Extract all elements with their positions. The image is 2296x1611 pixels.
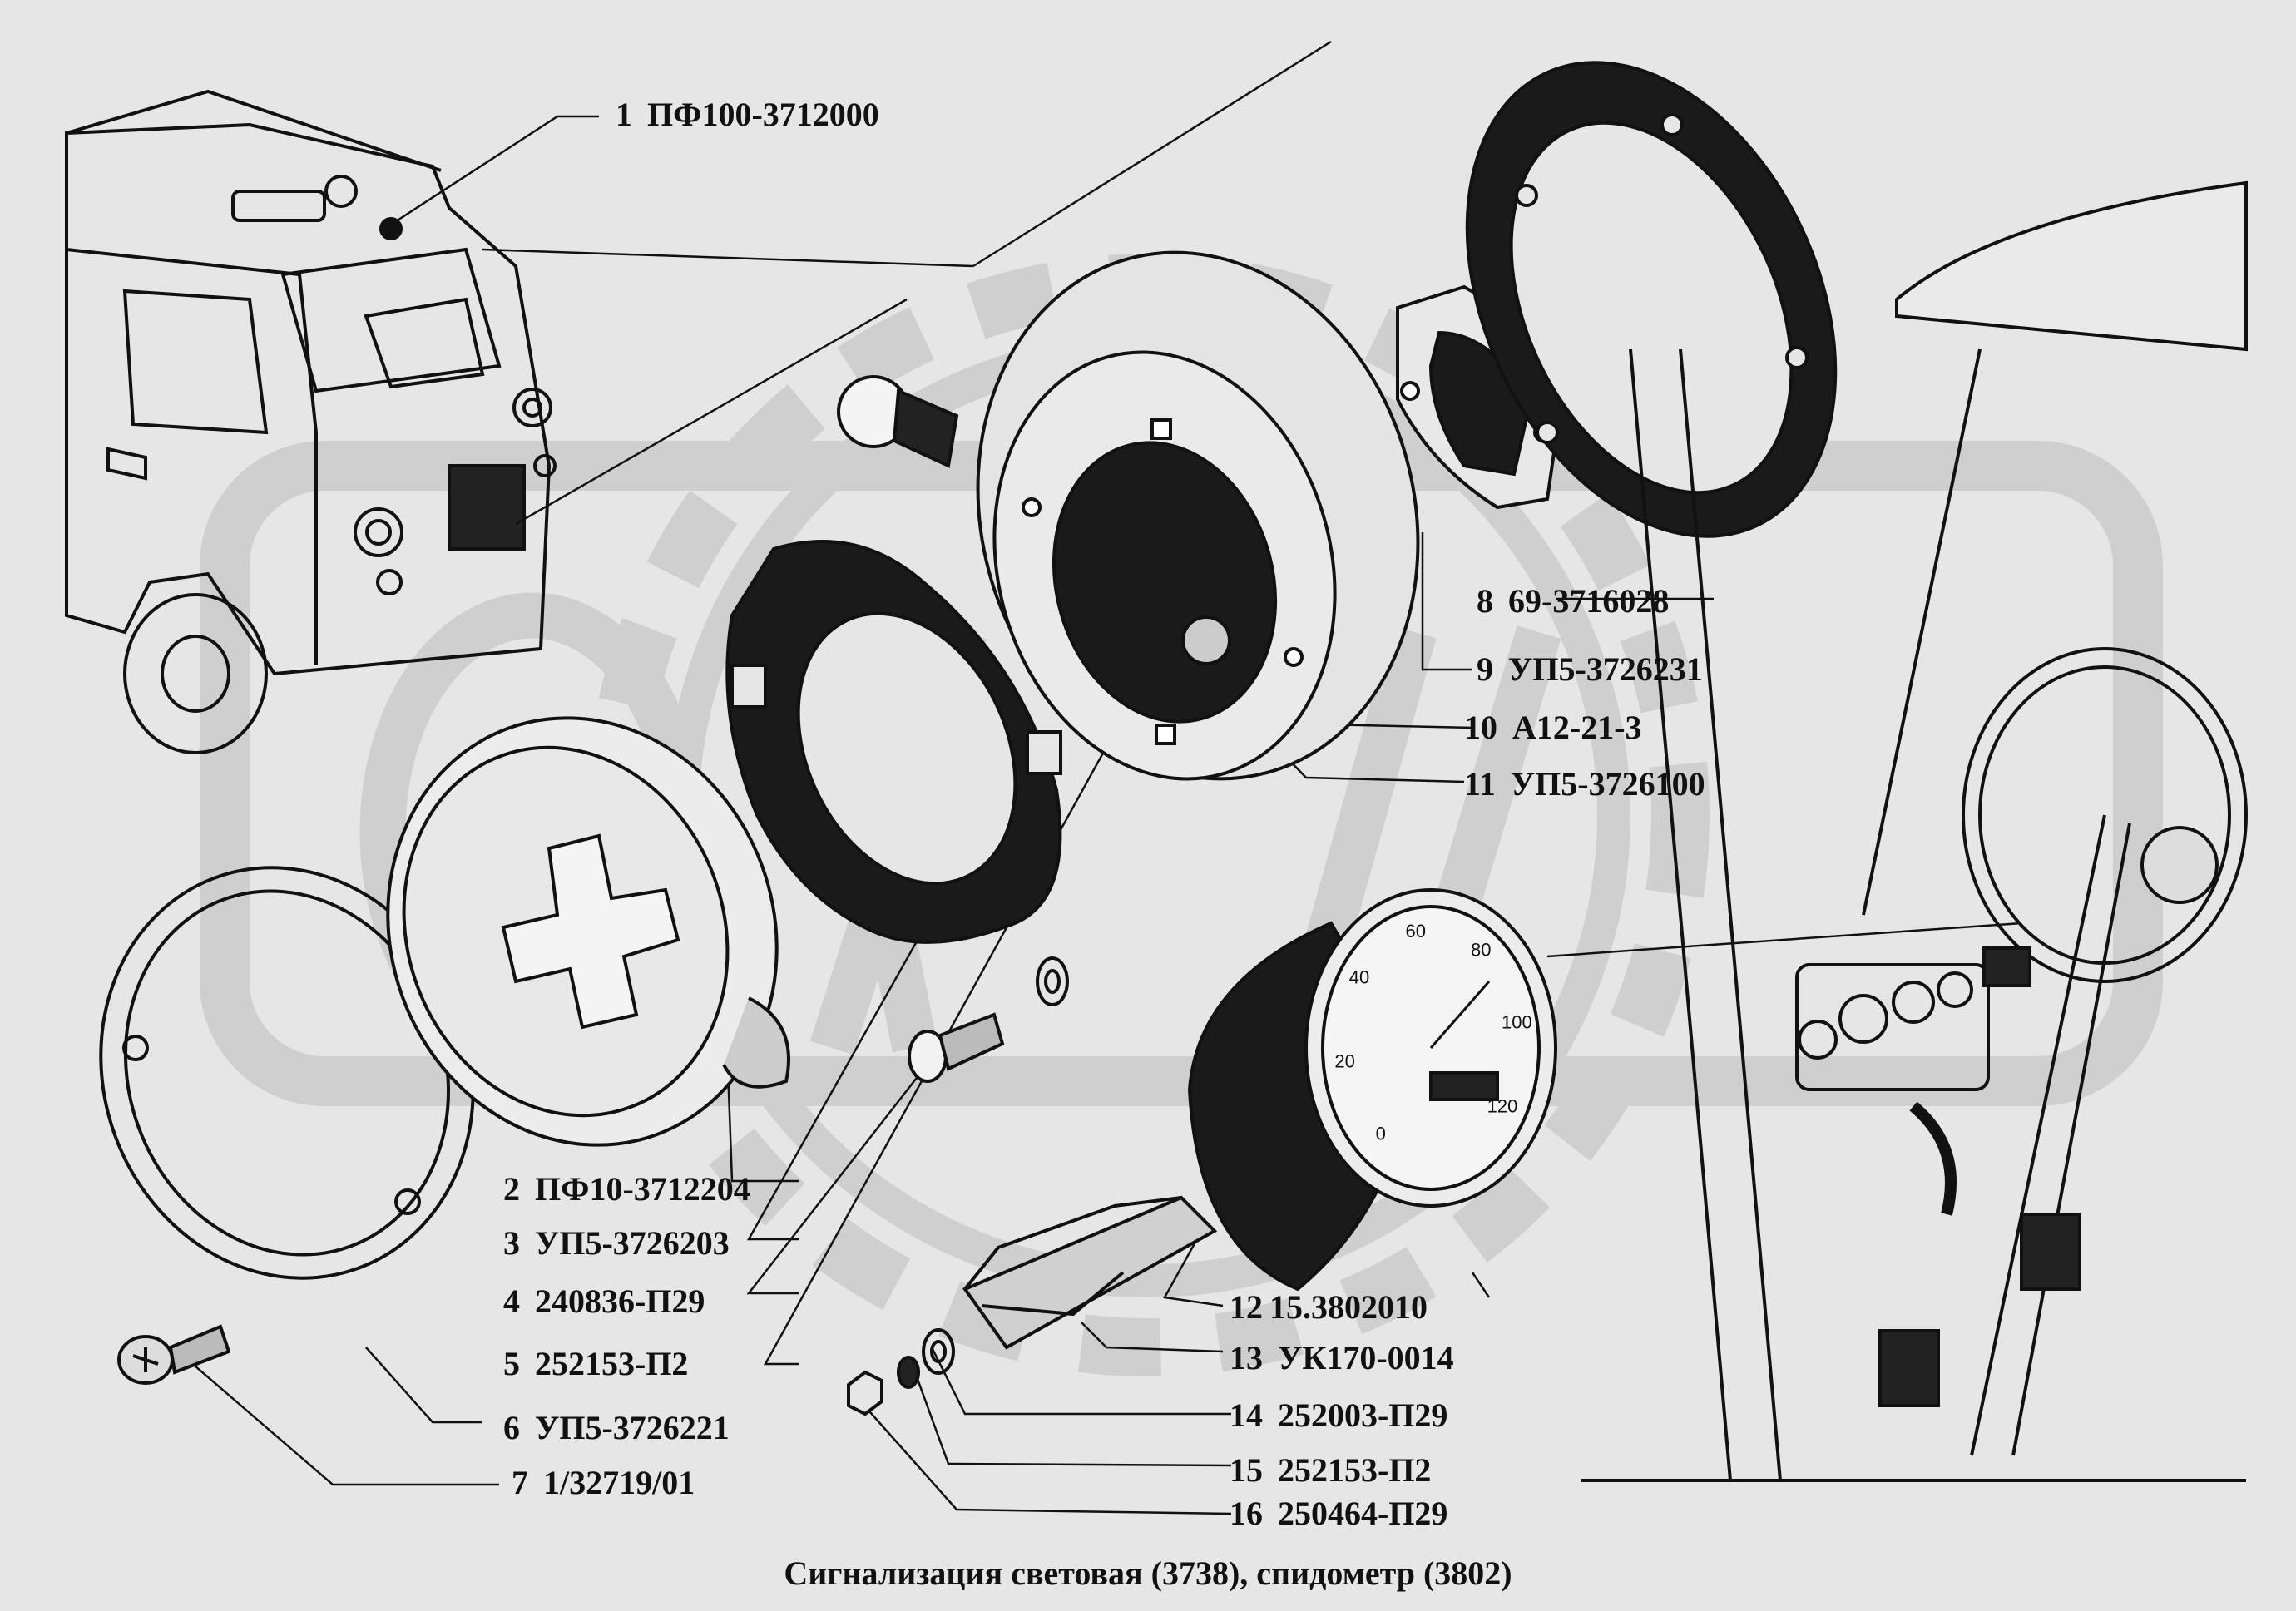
- speedometer-tick-120: 120: [1487, 1095, 1518, 1116]
- washer-part-14: [922, 1328, 955, 1375]
- speedometer-tick-100: 100: [1502, 1012, 1532, 1033]
- lens-part-2: [386, 716, 790, 1147]
- gasket-part-3: [725, 540, 1062, 944]
- bulb-part-10: [837, 375, 959, 468]
- speedometer-tick-80: 80: [1471, 939, 1491, 960]
- figure-caption: Сигнализация световая (3738), спидометр …: [784, 1554, 1512, 1592]
- speedometer-tick-40: 40: [1349, 967, 1369, 988]
- speedometer-part-12: 0 20 40 60 80 100 120: [1187, 888, 1557, 1292]
- cabin-dashboard-illustration: [1581, 180, 2248, 1482]
- nut-part-16: [847, 1370, 883, 1416]
- gasket-part-8: [1465, 61, 1838, 538]
- speedometer-tick-20: 20: [1334, 1050, 1354, 1071]
- washer-part-5: [1036, 956, 1069, 1006]
- screw-part-7: [117, 1324, 231, 1385]
- speedometer-tick-labels: 0 20 40 60 80 100 120: [1334, 921, 1531, 1144]
- speedometer-tick-0: 0: [1376, 1124, 1386, 1144]
- cable-connector-part-13: [962, 1195, 1218, 1350]
- speedometer-tick-60: 60: [1406, 921, 1426, 941]
- housing-part-11: [976, 250, 1420, 781]
- washer-part-15: [897, 1356, 920, 1389]
- vehicle-illustration: [65, 89, 557, 754]
- bolt-part-4: [908, 1012, 1005, 1083]
